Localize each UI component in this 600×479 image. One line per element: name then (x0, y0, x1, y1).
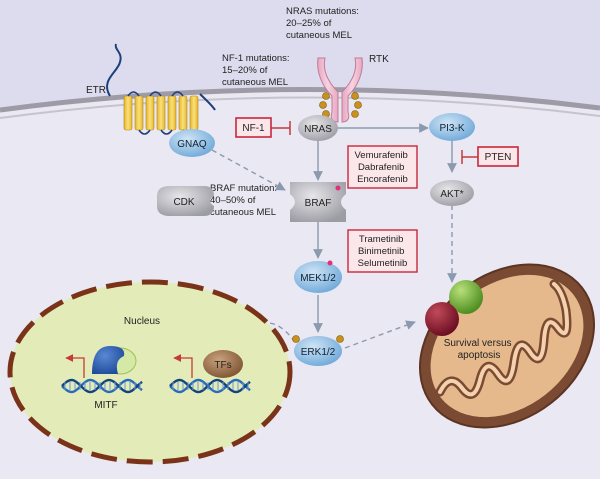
mek-label: MEK1/2 (300, 273, 336, 284)
nras-node (298, 115, 338, 141)
mek-inhibitors-list: Trametinib Binimetinib Selumetinib (358, 234, 408, 269)
etr-helix (189, 95, 199, 131)
nras-mutation-line-2: 20–25% of (286, 18, 332, 29)
dna-helix-mitf (61, 378, 143, 394)
mitf-label: MITF (94, 400, 117, 411)
braf-mutation-line-1: BRAF mutation: (210, 183, 277, 194)
akt-node (430, 180, 474, 206)
erk-node (294, 336, 342, 366)
dna-strand (61, 378, 143, 394)
dna-strand (61, 378, 143, 394)
braf-node (290, 182, 346, 222)
tfs-node (203, 350, 243, 378)
survival-factor-green (449, 280, 483, 314)
rtk-phosphate (351, 110, 359, 118)
cell-membrane-inner (0, 96, 600, 119)
etr-helix (156, 95, 166, 131)
mitochondrion-label-line-2: apoptosis (458, 350, 501, 361)
rtk-phosphate (351, 92, 359, 100)
dna-helix-tfs (169, 378, 251, 394)
pi3k-node (429, 113, 475, 141)
tfs-label: TFs (214, 360, 231, 371)
rtk-phosphates (319, 92, 362, 118)
braf-inhibitor-dot (335, 185, 341, 191)
gnaq-node (169, 129, 215, 157)
rtk-phosphate (322, 92, 330, 100)
mitf-factor (92, 346, 125, 374)
pten-box (477, 146, 519, 167)
dna-strand (169, 378, 251, 394)
arrow-erk-to-mitochondrion (344, 320, 416, 349)
dna-strand (169, 378, 251, 394)
pathway-arrows (211, 123, 457, 349)
arrow-gnaq-to-braf (211, 149, 286, 191)
nf1-mutation-line-2: 15–20% of (222, 65, 268, 76)
nf1-label: NF-1 (242, 123, 265, 134)
rtk-phosphate (319, 101, 327, 109)
arrow-erk-to-nucleus (257, 317, 296, 343)
transcription-arrow-mitf (65, 354, 85, 378)
erk-phosphate-right (336, 335, 344, 343)
braf-mutation-line-3: cutaneous MEL (210, 207, 276, 218)
mek-inhibitor-binimetinib: Binimetinib (358, 246, 404, 257)
etr-loop (160, 129, 173, 135)
braf-label: BRAF (305, 198, 332, 209)
etr-helix (123, 95, 133, 131)
braf-mutation-line-2: 40–50% of (210, 195, 256, 206)
gnaq-label: GNAQ (177, 139, 207, 150)
etr-loop (149, 91, 162, 97)
etr-label: ETR (86, 85, 106, 96)
inhibition-lines (271, 121, 478, 164)
braf-inhibitor-encorafenib: Encorafenib (357, 174, 408, 185)
mek-inhibitor-trametinib: Trametinib (359, 234, 404, 245)
etr-helix (134, 95, 144, 131)
mitochondrion-label-line-1: Survival versus (444, 338, 512, 349)
nras-mutation-annotation: NRAS mutations: 20–25% of cutaneous MEL (286, 6, 362, 41)
nf1-mutation-line-1: NF-1 mutations: (222, 53, 290, 64)
nucleus-label: Nucleus (124, 316, 160, 327)
erk-label: ERK1/2 (301, 347, 336, 358)
etr-helices (123, 91, 199, 135)
mitochondrion-cristae-highlight (438, 282, 569, 397)
braf-inhibitors-list: Vemurafenib Dabrafenib Encorafenib (355, 150, 411, 185)
cdk-label: CDK (173, 197, 194, 208)
nf1-mutation-annotation: NF-1 mutations: 15–20% of cutaneous MEL (222, 53, 292, 88)
mek-node (294, 261, 342, 293)
nras-label: NRAS (304, 124, 332, 135)
mek-inhibitors-box (347, 229, 418, 273)
etr-helix (145, 95, 155, 131)
etr-loop (171, 91, 184, 97)
rtk-receptor (317, 57, 363, 123)
etr-loop (138, 129, 151, 135)
mek-inhibitor-dot (327, 260, 333, 266)
rtk-label: RTK (369, 54, 389, 65)
braf-inhibitor-dabrafenib: Dabrafenib (358, 162, 404, 173)
nf1-mutation-line-3: cutaneous MEL (222, 77, 288, 88)
transcription-arrow-tfs (173, 354, 193, 378)
rtk-phosphate (354, 101, 362, 109)
cdk-node (157, 186, 214, 216)
etr-helix (178, 95, 188, 131)
transcription-arrows (65, 354, 193, 378)
mitochondrion-label: Survival versus apoptosis (444, 338, 515, 361)
mek-inhibitor-selumetinib: Selumetinib (358, 258, 408, 269)
nf1-box (235, 117, 272, 138)
nras-mutation-line-3: cutaneous MEL (286, 30, 352, 41)
apoptosis-factor-red (425, 302, 459, 336)
nras-mutation-line-1: NRAS mutations: (286, 6, 359, 17)
akt-label: AKT* (440, 189, 463, 200)
pi3k-label: PI3-K (439, 123, 464, 134)
nucleus (7, 279, 293, 465)
braf-mutation-annotation: BRAF mutation: 40–50% of cutaneous MEL (210, 183, 280, 218)
braf-inhibitor-vemurafenib: Vemurafenib (355, 150, 408, 161)
erk-phosphate-left (292, 335, 300, 343)
pten-label: PTEN (485, 152, 512, 163)
etr-loop (127, 91, 140, 97)
cell-membrane (0, 86, 600, 113)
braf-inhibitors-box (347, 145, 418, 189)
etr-helix (167, 95, 177, 131)
etr-receptor (106, 43, 216, 135)
